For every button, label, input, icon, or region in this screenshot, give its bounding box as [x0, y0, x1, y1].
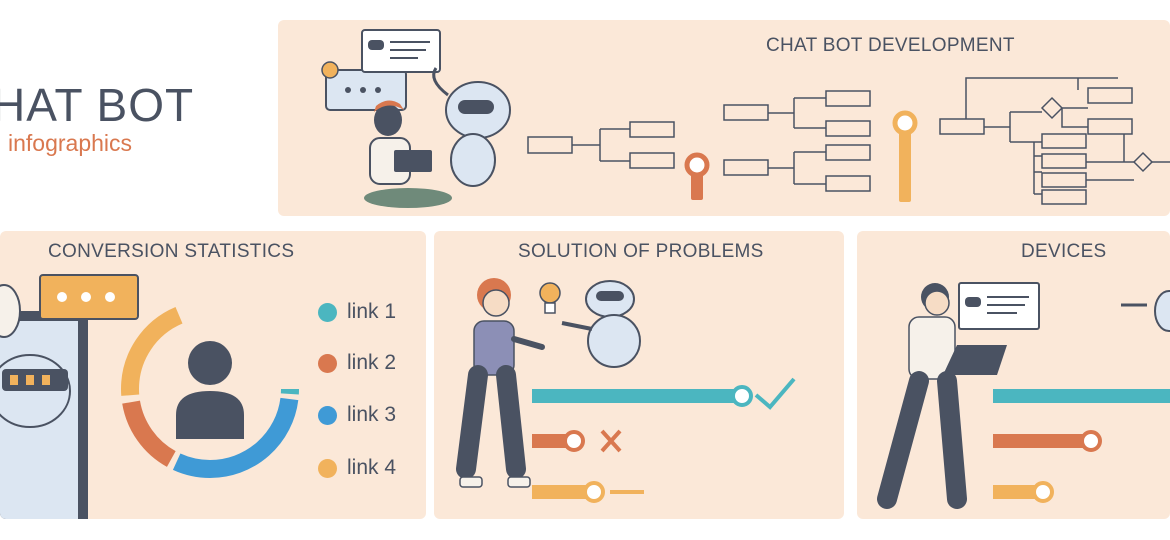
progress-bar-complete: [532, 377, 796, 410]
legend-label: link 4: [347, 456, 397, 479]
panel-title: CHAT BOT DEVELOPMENT: [766, 35, 1015, 56]
person-and-robot-illustration: [456, 278, 641, 488]
panel-title: DEVICES: [1021, 241, 1107, 262]
legend-dot: [318, 405, 337, 425]
progress-bar-failed: [532, 429, 622, 453]
legend-dot: [318, 458, 337, 478]
legend-label: link 2: [347, 351, 397, 374]
flowchart-simple: [527, 121, 675, 169]
panel-title: CONVERSION STATISTICS: [48, 241, 295, 262]
panel-devices: DEVICES: [857, 231, 1170, 519]
lightbulb-icon: [539, 282, 561, 314]
legend-item-link-2: link 2: [318, 350, 396, 376]
robot-hand-illustration: [1121, 290, 1170, 332]
progress-pin-red: [684, 152, 710, 200]
infographic-subtitle: infographics: [8, 130, 133, 156]
legend-label: link 1: [347, 300, 397, 323]
progress-pin-yellow: [892, 110, 918, 202]
infographic-title: HAT BOT: [0, 79, 195, 131]
person-with-robot-illustration: [321, 29, 511, 208]
person-with-laptop-illustration: [877, 282, 1040, 509]
progress-bars: [532, 377, 796, 503]
robot-on-tablet-illustration: [0, 274, 139, 519]
legend-dot: [318, 353, 337, 373]
robot-icon: [561, 280, 641, 368]
cross-icon: [600, 429, 622, 453]
checkmark-icon: [754, 377, 796, 410]
flowchart-medium: [723, 90, 871, 192]
panel-conversion-statistics: CONVERSION STATISTICS link 1 link 2: [0, 231, 426, 519]
robot-icon: [432, 67, 511, 187]
user-avatar-icon: [176, 341, 244, 439]
panel-chatbot-development: CHAT BOT DEVELOPMENT: [278, 20, 1170, 216]
person: [456, 278, 545, 488]
chat-bubble-icon: [958, 282, 1040, 330]
legend-dot: [318, 302, 337, 322]
legend-item-link-4: link 4: [318, 455, 396, 481]
progress-bar-pending: [532, 481, 644, 503]
chat-bubble-icon: [39, 274, 139, 320]
legend-label: link 3: [347, 403, 397, 426]
legend-item-link-1: link 1: [318, 299, 396, 325]
person-with-laptop: [364, 100, 452, 208]
flowchart-complex: [939, 77, 1170, 205]
panel-title: SOLUTION OF PROBLEMS: [518, 241, 764, 262]
panel-solution-of-problems: SOLUTION OF PROBLEMS: [434, 231, 844, 519]
legend-item-link-3: link 3: [318, 402, 396, 428]
chat-bubble-icon: [321, 29, 441, 111]
laptop-icon: [943, 345, 1007, 375]
conversion-donut-chart: [121, 300, 299, 478]
progress-bars: [993, 389, 1170, 503]
